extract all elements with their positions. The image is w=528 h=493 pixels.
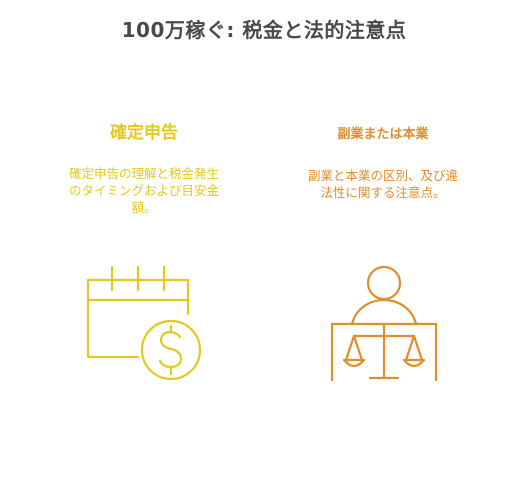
- side-job-description: 副業と本業の区別、及び違法性に関する注意点。: [308, 168, 459, 200]
- tax-filing-section: 確定申告 確定申告の理解と税金発生のタイミングおよび目安金額。: [44, 118, 244, 216]
- person-scales-icon: [330, 265, 438, 382]
- tax-filing-heading: 確定申告: [110, 123, 178, 143]
- page-title: 100万稼ぐ: 税金と法的注意点: [121, 18, 407, 42]
- tax-filing-description: 確定申告の理解と税金発生のタイミングおよび目安金額。: [69, 166, 220, 215]
- side-job-section: 副業または本業 副業と本業の区別、及び違法性に関する注意点。: [283, 118, 483, 201]
- side-job-heading: 副業または本業: [337, 127, 429, 142]
- calendar-dollar-icon: [86, 265, 202, 381]
